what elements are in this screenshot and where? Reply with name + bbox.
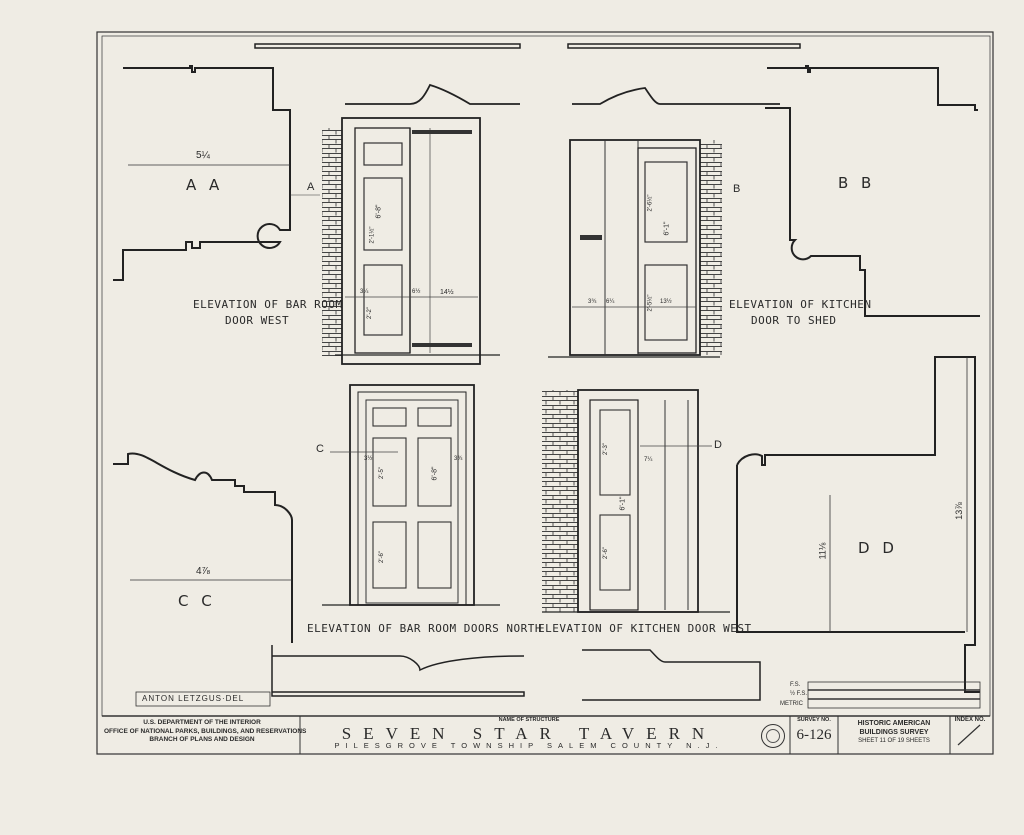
scale-full: F.S. <box>790 682 801 688</box>
scale-metric: METRIC <box>780 701 803 707</box>
survey-number-label: SURVEY NO. <box>797 717 831 723</box>
survey-number: 6-126 <box>796 727 832 743</box>
index-number-label: INDEX NO. <box>954 717 986 723</box>
caption-bar-room-west-line1: ELEVATION OF BAR ROOM <box>193 298 343 311</box>
caption-bar-room-north: ELEVATION OF BAR ROOM DOORS NORTH <box>307 622 543 635</box>
delineator-signature: ANTON LETZGUS·DEL <box>142 694 245 703</box>
section-marker-b: B <box>733 183 741 195</box>
section-label-cc: C C <box>178 592 216 610</box>
dim-door-a-height: 6'-8" <box>375 204 383 219</box>
dim-door-d-panel-upper: 2'-3" <box>602 443 609 455</box>
sheet-border <box>96 31 994 755</box>
profile-bb <box>765 65 980 317</box>
dim-dd-total: 13⅞ <box>953 502 964 520</box>
caption-kitchen-shed-line2: DOOR TO SHED <box>751 314 837 327</box>
section-marker-a: A <box>307 181 315 193</box>
survey-seal-icon <box>761 724 785 748</box>
dim-door-a-rail: 6½ <box>412 289 421 295</box>
door-bar-room-west <box>322 117 481 365</box>
dim-door-b-panel-upper: 2'-6½" <box>647 194 654 212</box>
dim-door-a-panel-upper: 2'-1½" <box>369 226 376 244</box>
dim-dd-height: 11⅛ <box>817 542 828 560</box>
dim-door-a-leaf: 14½ <box>440 289 454 296</box>
dim-door-d-rail: 7¼ <box>644 457 653 463</box>
structure-name: SEVEN STAR TAVERN <box>341 724 717 743</box>
section-label-bb: B B <box>838 174 876 192</box>
dim-door-a-panel-lower: 2'-2" <box>366 307 373 319</box>
dim-door-d-panel-lower: 2'-6" <box>602 547 609 559</box>
profile-dd <box>736 356 980 693</box>
section-marker-c: C <box>316 443 324 455</box>
dim-door-c-panel-upper: 2'-5" <box>378 467 385 479</box>
dim-door-b-stile: 3¾ <box>588 299 597 305</box>
section-label-aa: A A <box>186 176 224 194</box>
dim-door-c-stile: 3½ <box>364 456 373 462</box>
profile-aa <box>113 65 291 281</box>
dim-aa-width: 5¼ <box>196 150 210 161</box>
dim-door-a-stile: 3¼ <box>360 289 369 295</box>
drawing-border <box>101 35 991 717</box>
door-kitchen-shed <box>569 139 722 356</box>
door-kitchen-west <box>542 389 712 613</box>
dim-door-d-height: 6'-1" <box>619 496 627 511</box>
dim-door-b-panel-lower: 2'-5½" <box>647 294 654 312</box>
program-name: HISTORIC AMERICAN BUILDINGS SURVEY <box>857 720 931 736</box>
scale-bar <box>807 681 981 709</box>
structure-label: NAME OF STRUCTURE <box>498 717 560 723</box>
dim-door-b-rail: 6¼ <box>606 299 615 305</box>
dim-door-c-panel-lower: 2'-6" <box>378 551 385 563</box>
caption-kitchen-west: ELEVATION OF KITCHEN DOOR WEST <box>538 622 752 635</box>
dim-door-c-frame: 3¾ <box>454 456 463 462</box>
section-label-dd: D D <box>858 539 898 557</box>
dim-door-b-leaf: 13½ <box>660 299 672 305</box>
dim-door-c-height: 6'-8" <box>431 466 439 481</box>
scale-half: ½ F.S. <box>790 691 808 697</box>
section-marker-d: D <box>714 439 722 451</box>
title-block-agency: U.S. DEPARTMENT OF THE INTERIOR OFFICE O… <box>104 719 307 743</box>
profile-cc <box>113 452 293 643</box>
door-bar-room-north <box>330 384 475 606</box>
caption-kitchen-shed-line1: ELEVATION OF KITCHEN <box>729 298 872 311</box>
sheet-number: SHEET 11 OF 19 SHEETS <box>858 738 930 744</box>
structure-location: PILESGROVE TOWNSHIP SALEM COUNTY N.J. <box>334 741 724 750</box>
caption-bar-room-west-line2: DOOR WEST <box>225 314 290 327</box>
dim-cc-width: 4⅞ <box>196 566 210 577</box>
dim-door-b-height: 6'-1" <box>663 221 671 236</box>
